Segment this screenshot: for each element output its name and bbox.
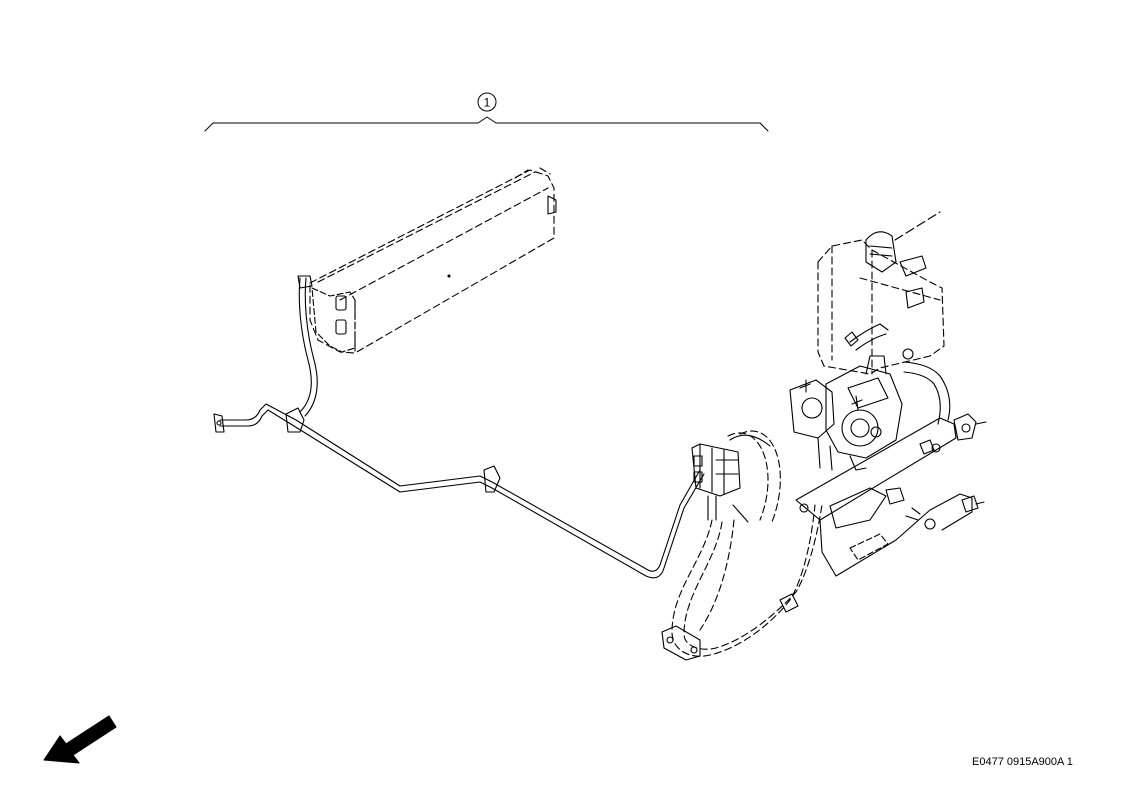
pump-assembly — [789, 323, 951, 471]
callout-1: 1 — [204, 92, 769, 132]
bracket-bolt-fittings — [919, 413, 987, 513]
reference-code: E0477 0915A900A 1 — [972, 756, 1073, 768]
cooler-hose — [297, 275, 318, 417]
flexible-hoses — [671, 430, 823, 657]
mounting-bracket — [795, 417, 973, 577]
front-direction-arrow-icon — [43, 715, 117, 764]
cooler-end-fittings — [311, 195, 557, 353]
valve-block — [691, 434, 771, 523]
tank-filler-cap — [865, 211, 941, 309]
callout-number: 1 — [484, 96, 491, 110]
hydraulic-tube — [213, 403, 705, 579]
hose-clamp-fittings — [661, 593, 799, 661]
tank-outline — [817, 239, 945, 375]
cooler-outline — [309, 167, 555, 354]
